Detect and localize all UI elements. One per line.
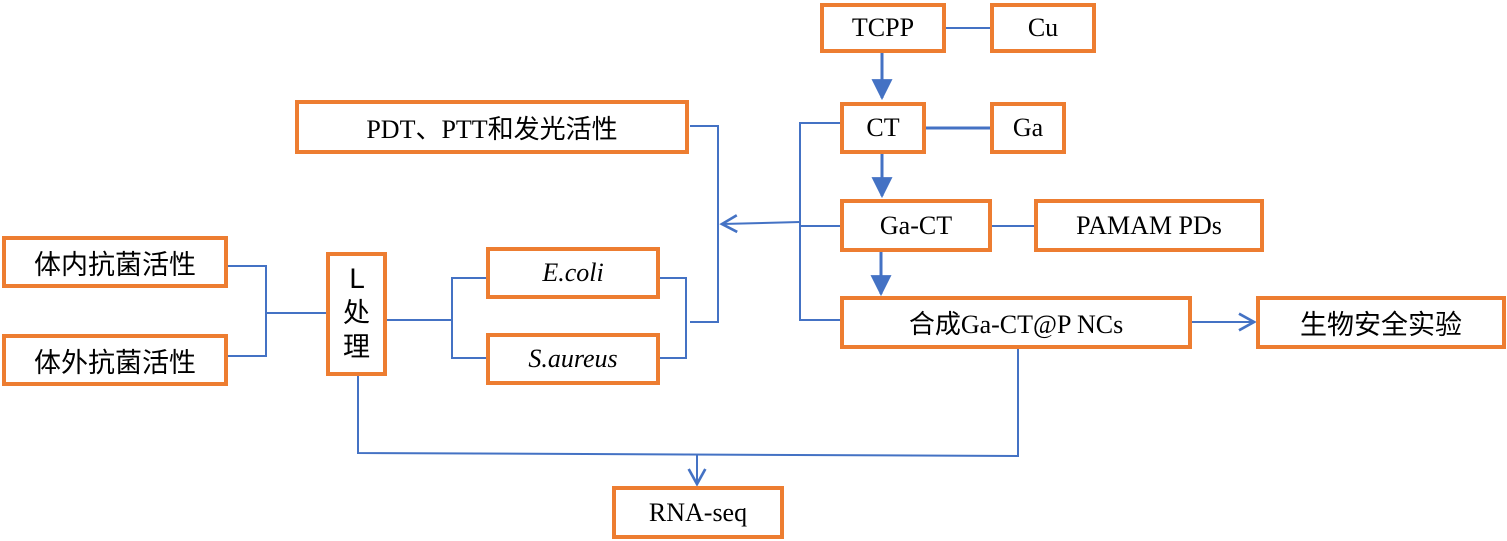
pamam-label: PAMAM PDs <box>1076 210 1222 240</box>
synth-box: 合成Ga-CT@P NCs <box>840 296 1192 349</box>
bracket-to-pdt-arrow <box>719 214 801 234</box>
l-char-2: 处 <box>343 298 370 330</box>
invivo-box: 体内抗菌活性 <box>2 236 228 288</box>
saureus-box: S.aureus <box>486 333 660 385</box>
synth-label: 合成Ga-CT@P NCs <box>908 310 1124 339</box>
bacteria-right-bracket <box>660 277 687 359</box>
pamam-box: PAMAM PDs <box>1034 199 1264 252</box>
pdt-box: PDT、PTT和发光活性 <box>295 100 689 154</box>
l-treatment-box: L 处 理 <box>326 252 387 376</box>
right-bracket <box>799 122 840 321</box>
ct-box: CT <box>840 102 926 154</box>
rnaseq-label: RNA-seq <box>648 497 748 527</box>
tcpp-label: TCPP <box>851 13 915 42</box>
ecoli-box: E.coli <box>486 247 660 299</box>
ga-box: Ga <box>990 102 1066 154</box>
biosafety-box: 生物安全实验 <box>1256 296 1506 349</box>
invivo-label: 体内抗菌活性 <box>34 249 196 281</box>
ct-label: CT <box>866 113 900 142</box>
tcpp-box: TCPP <box>820 3 946 53</box>
invitro-box: 体外抗菌活性 <box>2 334 228 386</box>
ecoli-label: E.coli <box>542 258 604 287</box>
bacteria-left-bracket <box>451 277 486 359</box>
pdt-bacteria-bracket <box>690 125 719 323</box>
pdt-label: PDT、PTT和发光活性 <box>366 114 618 144</box>
rnaseq-path <box>357 348 1019 458</box>
invitro-label: 体外抗菌活性 <box>34 347 196 379</box>
rnaseq-box: RNA-seq <box>612 486 784 539</box>
ga-ct-box: Ga-CT <box>840 199 992 252</box>
ga-label: Ga <box>1012 113 1044 142</box>
l-char-1: L <box>348 264 365 296</box>
biosafety-label: 生物安全实验 <box>1300 310 1462 341</box>
saureus-label: S.aureus <box>528 344 618 373</box>
activity-bracket <box>228 265 267 357</box>
cu-box: Cu <box>990 3 1096 53</box>
ga-ct-label: Ga-CT <box>879 210 953 240</box>
cu-label: Cu <box>1027 13 1059 42</box>
l-char-3: 理 <box>343 331 370 363</box>
